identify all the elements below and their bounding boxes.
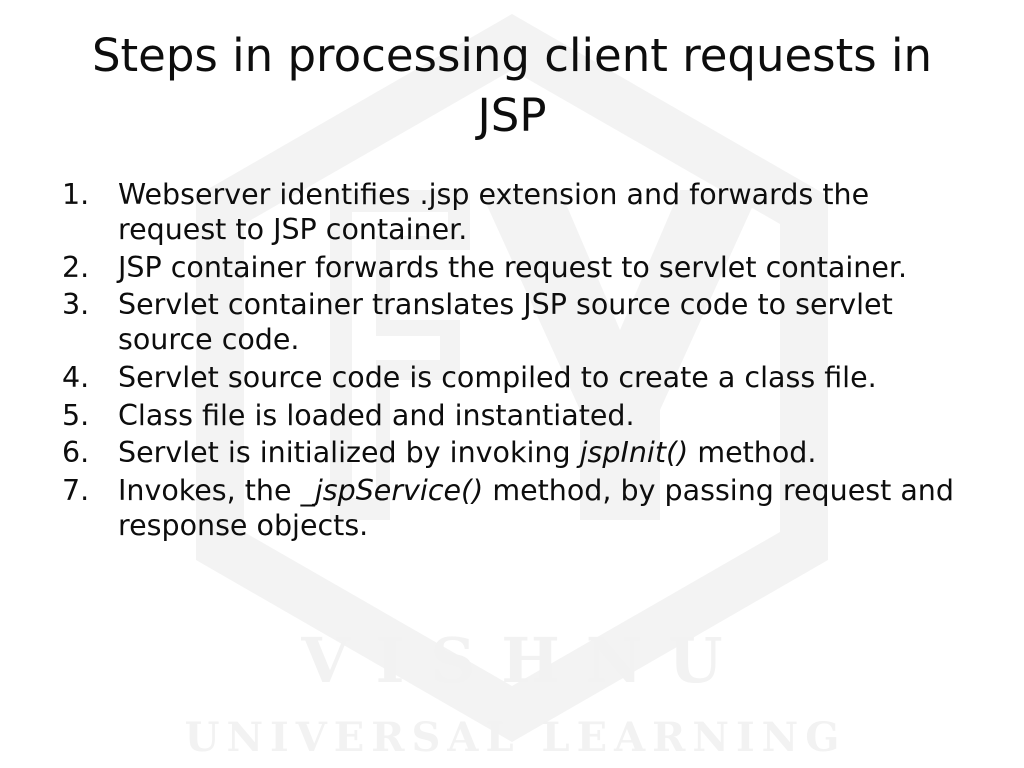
list-item-number: 5.	[62, 398, 90, 432]
list-item-text-part: Servlet source code is compiled to creat…	[118, 360, 877, 394]
list-item-number: 7.	[62, 474, 90, 508]
list-item-text-part: Class file is loaded and instantiated.	[118, 398, 635, 432]
list-item-text-emphasis: jspInit()	[579, 436, 689, 470]
list-item: 2. JSP container forwards the request to…	[56, 251, 980, 286]
list-item-text-part: Webserver identifies .jsp extension and …	[118, 178, 870, 246]
list-item: 3. Servlet container translates JSP sour…	[56, 288, 980, 358]
list-item-text: Servlet is initialized by invoking jspIn…	[118, 436, 980, 471]
list-item: 1. Webserver identifies .jsp extension a…	[56, 178, 980, 248]
watermark-primary-text: VISHNU	[301, 624, 749, 697]
list-item-text: JSP container forwards the request to se…	[118, 251, 980, 286]
list-item-text-part: method.	[688, 436, 817, 470]
list-item-number: 2.	[62, 250, 90, 284]
list-item-text-part: Servlet container translates JSP source …	[118, 288, 893, 357]
steps-list: 1. Webserver identifies .jsp extension a…	[56, 178, 980, 547]
list-item-number: 4.	[62, 360, 90, 394]
list-item: 4. Servlet source code is compiled to cr…	[56, 361, 980, 396]
list-item-number: 6.	[62, 436, 90, 470]
list-item-text: Invokes, the _jspService() method, by pa…	[118, 474, 980, 544]
slide-title: Steps in processing client requests in J…	[91, 29, 933, 142]
list-item: 7. Invokes, the _jspService() method, by…	[56, 474, 980, 544]
list-item-text-emphasis: _jspService()	[300, 474, 484, 508]
list-item-text: Servlet container translates JSP source …	[118, 288, 980, 358]
list-item-text-part: Servlet is initialized by invoking	[118, 436, 580, 470]
list-item-text: Class file is loaded and instantiated.	[118, 399, 980, 434]
list-item-text: Servlet source code is compiled to creat…	[118, 361, 980, 396]
list-item-number: 3.	[62, 288, 90, 322]
list-item: 5. Class file is loaded and instantiated…	[56, 399, 980, 434]
watermark-secondary-text: UNIVERSAL LEARNING	[184, 714, 847, 761]
list-item-text: Webserver identifies .jsp extension and …	[118, 178, 980, 248]
list-item-text-part: Invokes, the	[118, 474, 301, 508]
list-item: 6. Servlet is initialized by invoking js…	[56, 436, 980, 471]
list-item-text-part: JSP container forwards the request to se…	[118, 250, 908, 284]
list-item-number: 1.	[62, 178, 90, 211]
